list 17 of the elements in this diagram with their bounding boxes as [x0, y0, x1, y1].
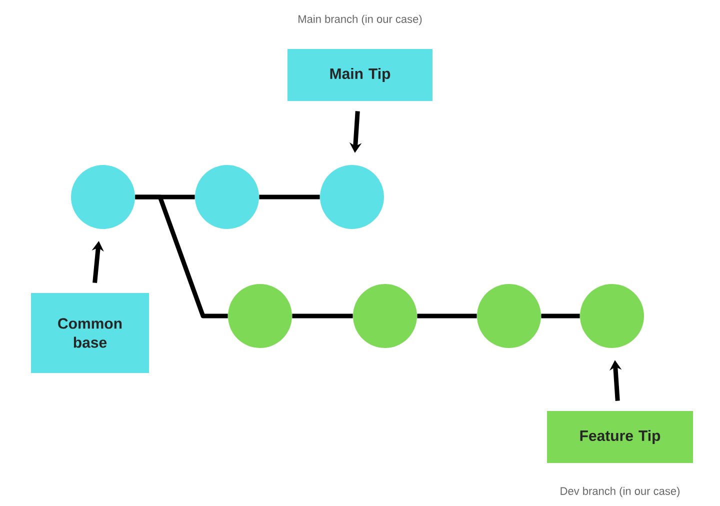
- branch-caption: Dev branch (in our case): [560, 486, 680, 498]
- commit-circle: [477, 284, 541, 348]
- branch-line: [417, 314, 477, 318]
- label-box: Common base: [31, 293, 149, 373]
- branch-line: [292, 314, 353, 318]
- branch-caption: Main branch (in our case): [298, 14, 422, 26]
- commit-circle: [195, 165, 259, 229]
- commit-circle: [71, 165, 135, 229]
- commit-circle: [353, 284, 417, 348]
- label-box: Main Tip: [288, 49, 432, 101]
- branch-line: [135, 194, 228, 318]
- branch-line: [259, 194, 320, 200]
- commit-circle: [228, 284, 292, 348]
- commit-circle: [320, 165, 384, 229]
- commit-circle: [580, 284, 644, 348]
- label-box: Feature Tip: [547, 411, 693, 463]
- branch-line: [541, 314, 580, 318]
